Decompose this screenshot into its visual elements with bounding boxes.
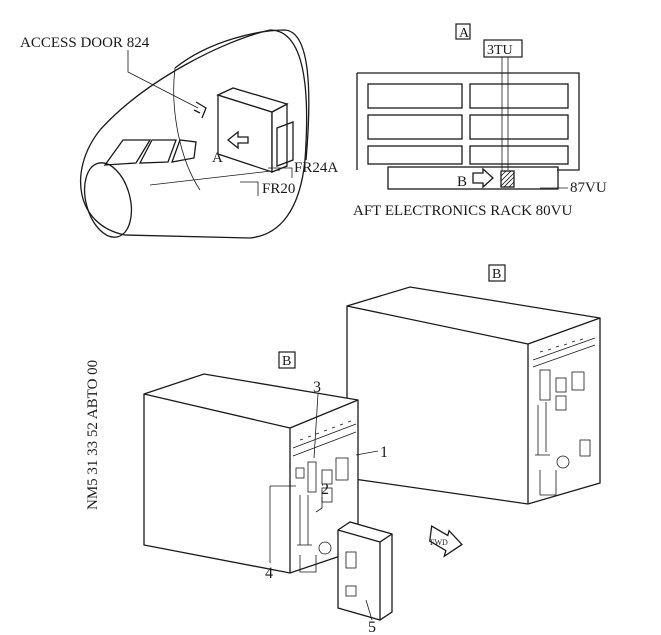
callout-4: 4 <box>265 565 273 582</box>
view-b-tag-right: B <box>492 267 501 282</box>
view-a: A 3TU B 87VU AFT ELECTRONICS RACK 80VU <box>353 23 607 219</box>
fr24a-label: FR24A <box>294 160 338 176</box>
nose-section: ACCESS DOOR 824 A FR24A FR20 <box>20 29 338 239</box>
callout-5: 5 <box>368 619 376 635</box>
tu-label: 3TU <box>487 43 513 58</box>
view-b-right-unit: B <box>346 264 601 505</box>
view-b-tag-left: B <box>282 354 291 369</box>
aft-rack-label: AFT ELECTRONICS RACK 80VU <box>353 203 572 219</box>
access-door-label: ACCESS DOOR 824 <box>20 35 150 51</box>
fr20-label: FR20 <box>262 181 295 197</box>
fwd-label: FWD <box>430 538 448 547</box>
callout-2: 2 <box>321 481 329 498</box>
view-a-tag: A <box>459 26 470 41</box>
view-b-left-unit: B FWD 3 1 <box>143 351 463 635</box>
view-b-arrow-label: B <box>457 174 467 190</box>
view-a-arrow-label: A <box>212 150 223 166</box>
callout-1: 1 <box>380 444 388 461</box>
vu87-label: 87VU <box>570 180 607 196</box>
side-code-label: NM5 31 33 52 ABTO 00 <box>85 360 101 510</box>
callout-3: 3 <box>313 379 321 396</box>
